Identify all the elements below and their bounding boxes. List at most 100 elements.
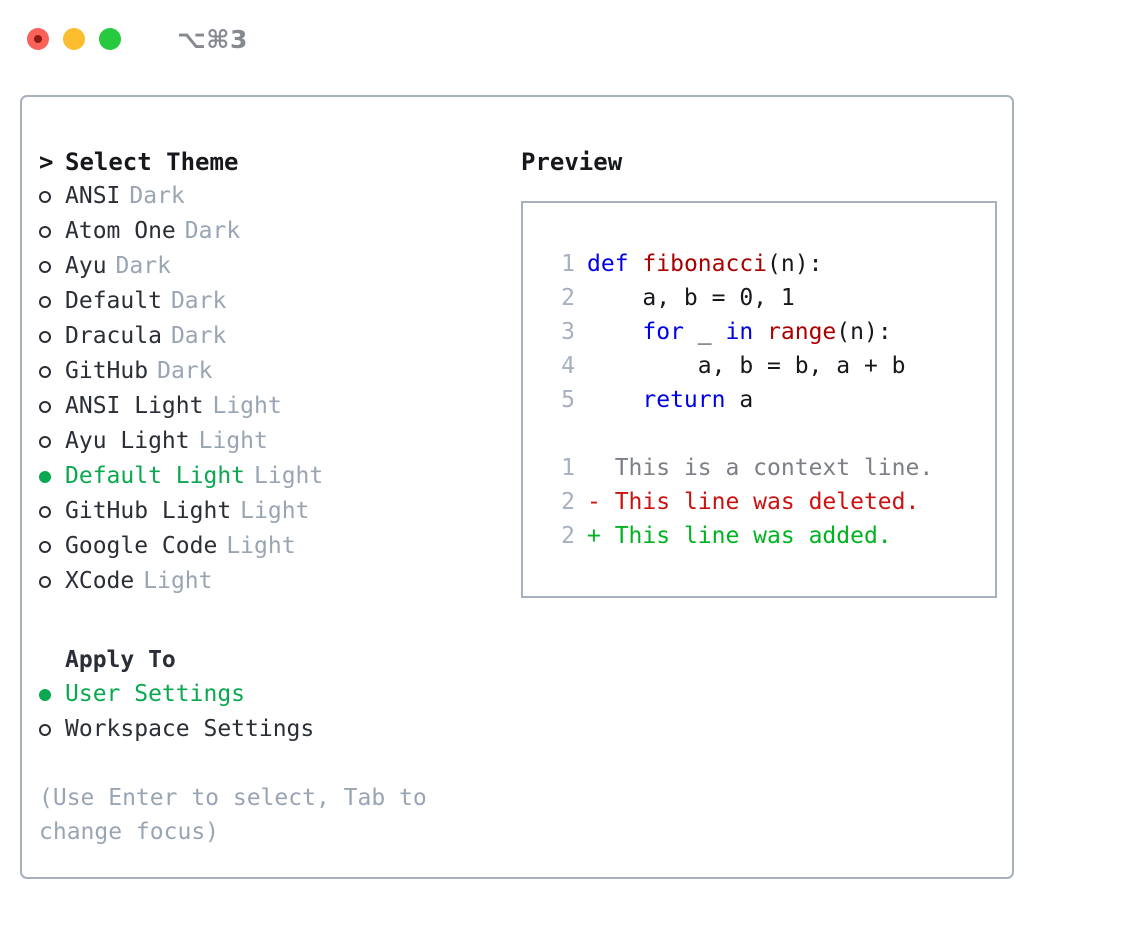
code-token-keyword: def (587, 251, 629, 277)
theme-option-tag: Dark (129, 183, 185, 209)
diff-line-text: This is a context line. (600, 455, 934, 481)
theme-option-label: GitHub (65, 358, 149, 384)
radio-selected-icon[interactable] (39, 460, 65, 494)
hint-spacer (39, 747, 501, 781)
radio-unselected-icon[interactable] (39, 285, 65, 319)
radio-unselected-icon[interactable] (39, 180, 65, 214)
diff-line-text: This line was added. (600, 523, 892, 549)
code-line-text: def fibonacci(n): (587, 247, 822, 281)
theme-option[interactable]: Atom One Dark (39, 214, 501, 249)
code-line: 3 for _ in range(n): (541, 315, 995, 349)
theme-option[interactable]: Ayu Dark (39, 249, 501, 284)
code-token-keyword: in (725, 319, 754, 345)
code-line: 5 return a (541, 383, 995, 417)
window-controls (27, 28, 121, 50)
code-token-plain (587, 319, 642, 345)
code-diff-separator (541, 417, 995, 451)
theme-option-tag: Dark (170, 323, 227, 349)
apply-to-heading-label: Apply To (65, 647, 176, 673)
diff-sample: 1 This is a context line. 2- This line wa… (541, 451, 995, 553)
apply-to-heading-indent (39, 633, 65, 667)
select-theme-heading: >Select Theme (39, 145, 501, 179)
theme-option[interactable]: XCode Light (39, 564, 501, 599)
radio-unselected-icon[interactable] (39, 355, 65, 389)
radio-unselected-icon[interactable] (39, 495, 65, 529)
code-token-plain (753, 319, 767, 345)
radio-unselected-icon[interactable] (39, 565, 65, 599)
theme-option-label: ANSI (65, 183, 121, 209)
theme-option-tag: Light (240, 498, 310, 524)
theme-option-label: Ayu (65, 253, 107, 279)
maximize-button[interactable] (99, 28, 121, 50)
keyboard-shortcut-label: ⌥⌘3 (177, 24, 248, 54)
theme-option-tag: Light (226, 533, 296, 559)
code-token-plain: _ (683, 319, 726, 345)
radio-unselected-icon[interactable] (39, 250, 65, 284)
apply-to-option-label: User Settings (65, 681, 246, 707)
code-line-number: 2 (561, 285, 575, 311)
theme-option-label: Google Code (65, 533, 218, 559)
apply-to-heading: Apply To (39, 633, 501, 677)
preview-title: Preview (521, 148, 623, 176)
theme-option-tag: Dark (170, 288, 227, 314)
theme-option-label: Ayu Light (65, 428, 190, 454)
apply-to-option-label: Workspace Settings (65, 716, 315, 742)
radio-selected-icon[interactable] (39, 678, 65, 712)
radio-unselected-icon[interactable] (39, 320, 65, 354)
radio-unselected-icon[interactable] (39, 530, 65, 564)
diff-line-marker: + (587, 523, 601, 549)
code-line-text: for _ in range(n): (587, 315, 891, 349)
code-token-function: fibonacci (642, 251, 768, 277)
code-token-plain: (n): (767, 251, 823, 277)
theme-option[interactable]: Default Light Light (39, 459, 501, 494)
radio-unselected-icon[interactable] (39, 425, 65, 459)
theme-option-label: Default Light (65, 463, 246, 489)
theme-option[interactable]: GitHub Light Light (39, 494, 501, 529)
code-token-plain (587, 387, 642, 413)
theme-option-tag: Dark (184, 218, 241, 244)
diff-line: 1 This is a context line. (541, 451, 995, 485)
code-line-number: 5 (561, 387, 575, 413)
theme-option[interactable]: ANSI Dark (39, 179, 501, 214)
apply-to-option[interactable]: Workspace Settings (39, 712, 501, 747)
minimize-button[interactable] (63, 28, 85, 50)
theme-option-label: GitHub Light (65, 498, 232, 524)
diff-line-marker (587, 451, 601, 485)
radio-unselected-icon[interactable] (39, 390, 65, 424)
apply-to-option[interactable]: User Settings (39, 677, 501, 712)
close-button[interactable] (27, 28, 49, 50)
diff-line-number: 1 (561, 455, 575, 481)
code-token-plain (629, 251, 643, 277)
radio-unselected-icon[interactable] (39, 713, 65, 747)
diff-line-number: 2 (561, 523, 575, 549)
code-token-plain: a, b = 0, 1 (587, 285, 795, 311)
diff-line-marker: - (587, 489, 601, 515)
keyboard-hint: (Use Enter to select, Tab to change focu… (39, 785, 427, 845)
code-line-number: 3 (561, 319, 575, 345)
list-spacer (39, 599, 501, 633)
theme-option[interactable]: Default Dark (39, 284, 501, 319)
theme-option-tag: Light (143, 568, 213, 594)
code-token-function: range (767, 319, 837, 345)
code-token-keyword: return (642, 387, 726, 413)
theme-option-tag: Dark (115, 253, 171, 279)
theme-option-label: Atom One (65, 218, 176, 244)
radio-unselected-icon[interactable] (39, 215, 65, 249)
theme-option-tag: Light (254, 463, 324, 489)
theme-option-label: ANSI Light (65, 393, 204, 419)
diff-line: 2 + This line was added. (541, 519, 995, 553)
select-theme-heading-label: Select Theme (65, 148, 239, 176)
code-line-text: a, b = b, a + b (587, 349, 906, 383)
theme-option[interactable]: Google Code Light (39, 529, 501, 564)
theme-option-label: Default (65, 288, 162, 314)
theme-option-label: XCode (65, 568, 135, 594)
